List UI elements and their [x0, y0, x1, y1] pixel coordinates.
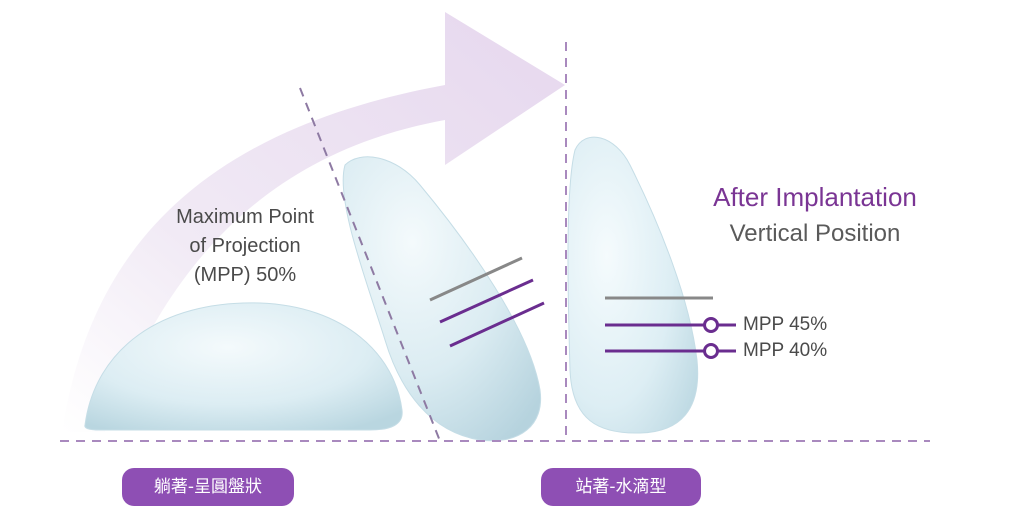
mpp40-marker-icon [703, 343, 719, 359]
tilted-mpp-purple-line-1 [439, 278, 534, 324]
curved-arrow [62, 12, 565, 432]
tilted-mpp-purple-line-2 [449, 301, 545, 348]
mpp45-marker-icon [703, 317, 719, 333]
implant-tilted [342, 156, 542, 442]
implant-standing [567, 136, 699, 434]
implant-lying [84, 302, 403, 431]
tilted-mpp-gray-line [429, 256, 523, 302]
